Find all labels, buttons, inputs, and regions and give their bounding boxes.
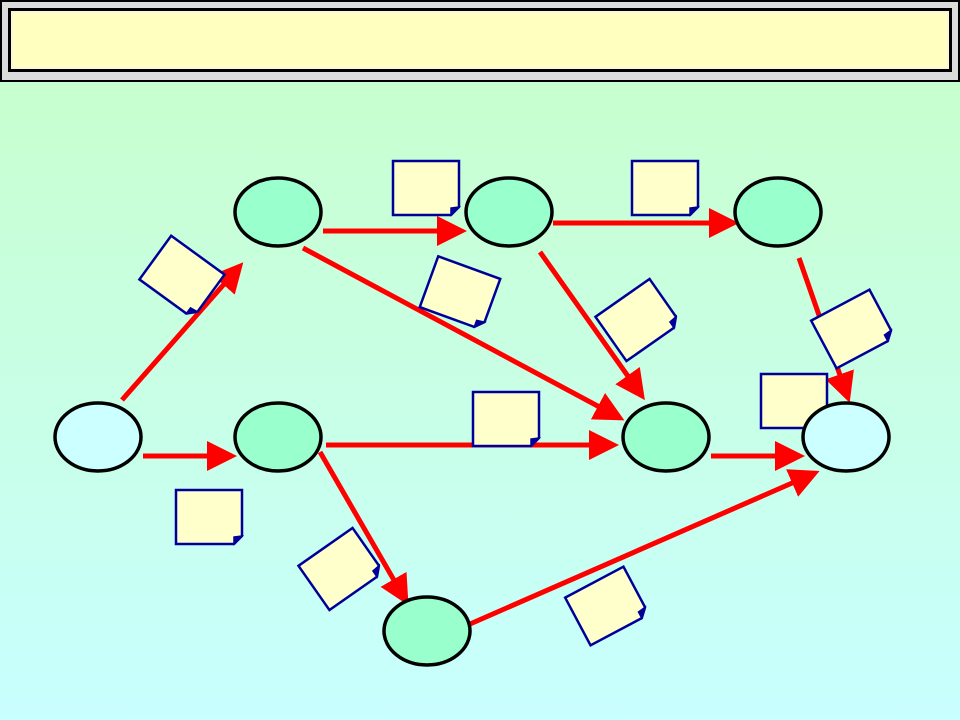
note-box bbox=[137, 234, 227, 315]
title-banner bbox=[0, 0, 960, 82]
note-box bbox=[471, 390, 541, 448]
endpoint-node-circle bbox=[53, 401, 143, 473]
note-box bbox=[174, 488, 244, 546]
note-box bbox=[809, 287, 893, 371]
note-fold-icon bbox=[233, 534, 245, 546]
node-n5 bbox=[621, 401, 711, 473]
edge-labels-layer bbox=[137, 159, 893, 648]
note-fold-icon bbox=[472, 319, 487, 329]
activity-label-n2-to-n5 bbox=[593, 277, 678, 363]
note-box bbox=[391, 159, 461, 217]
arrow-n6-to-end bbox=[468, 469, 820, 627]
node-end bbox=[801, 401, 891, 473]
note-fold-icon bbox=[689, 205, 701, 217]
note-fold-icon bbox=[371, 563, 381, 579]
note-fold-icon bbox=[530, 436, 542, 448]
event-node-circle bbox=[464, 176, 554, 248]
note-fold-icon bbox=[450, 205, 462, 217]
endpoint-node-circle bbox=[801, 401, 891, 473]
arrow-n4-to-n6 bbox=[317, 450, 409, 606]
edges-layer bbox=[120, 208, 854, 627]
activity-label-n4-to-n5 bbox=[471, 390, 542, 448]
node-n3 bbox=[733, 176, 823, 248]
arrow-n1-to-n5 bbox=[301, 245, 625, 421]
note-fold-icon bbox=[883, 328, 893, 344]
activity-label-start-to-n4 bbox=[174, 488, 245, 546]
note-fold-icon bbox=[637, 605, 647, 621]
event-node-circle bbox=[233, 176, 323, 248]
event-node-circle bbox=[233, 401, 323, 473]
note-fold-icon bbox=[668, 314, 678, 330]
nodes-layer bbox=[53, 176, 891, 667]
note-box bbox=[630, 159, 700, 217]
node-n4 bbox=[233, 401, 323, 473]
event-node-circle bbox=[733, 176, 823, 248]
title-panel bbox=[8, 8, 952, 72]
node-start bbox=[53, 401, 143, 473]
activity-label-n1-to-n5 bbox=[418, 254, 502, 329]
event-node-circle bbox=[382, 595, 472, 667]
event-node-circle bbox=[621, 401, 711, 473]
activity-label-n6-to-end bbox=[563, 564, 647, 648]
activity-label-n2-to-n3 bbox=[630, 159, 701, 217]
node-n6 bbox=[382, 595, 472, 667]
activity-label-n4-to-n6 bbox=[296, 526, 381, 612]
arrow-start-to-n1 bbox=[120, 262, 244, 402]
activity-label-n1-to-n2 bbox=[391, 159, 462, 217]
node-n2 bbox=[464, 176, 554, 248]
arrow-n2-to-n5 bbox=[537, 250, 645, 401]
activity-label-start-to-n1 bbox=[137, 234, 227, 315]
activity-label-n3-to-end bbox=[809, 287, 893, 371]
node-n1 bbox=[233, 176, 323, 248]
note-fold-icon bbox=[184, 306, 200, 315]
